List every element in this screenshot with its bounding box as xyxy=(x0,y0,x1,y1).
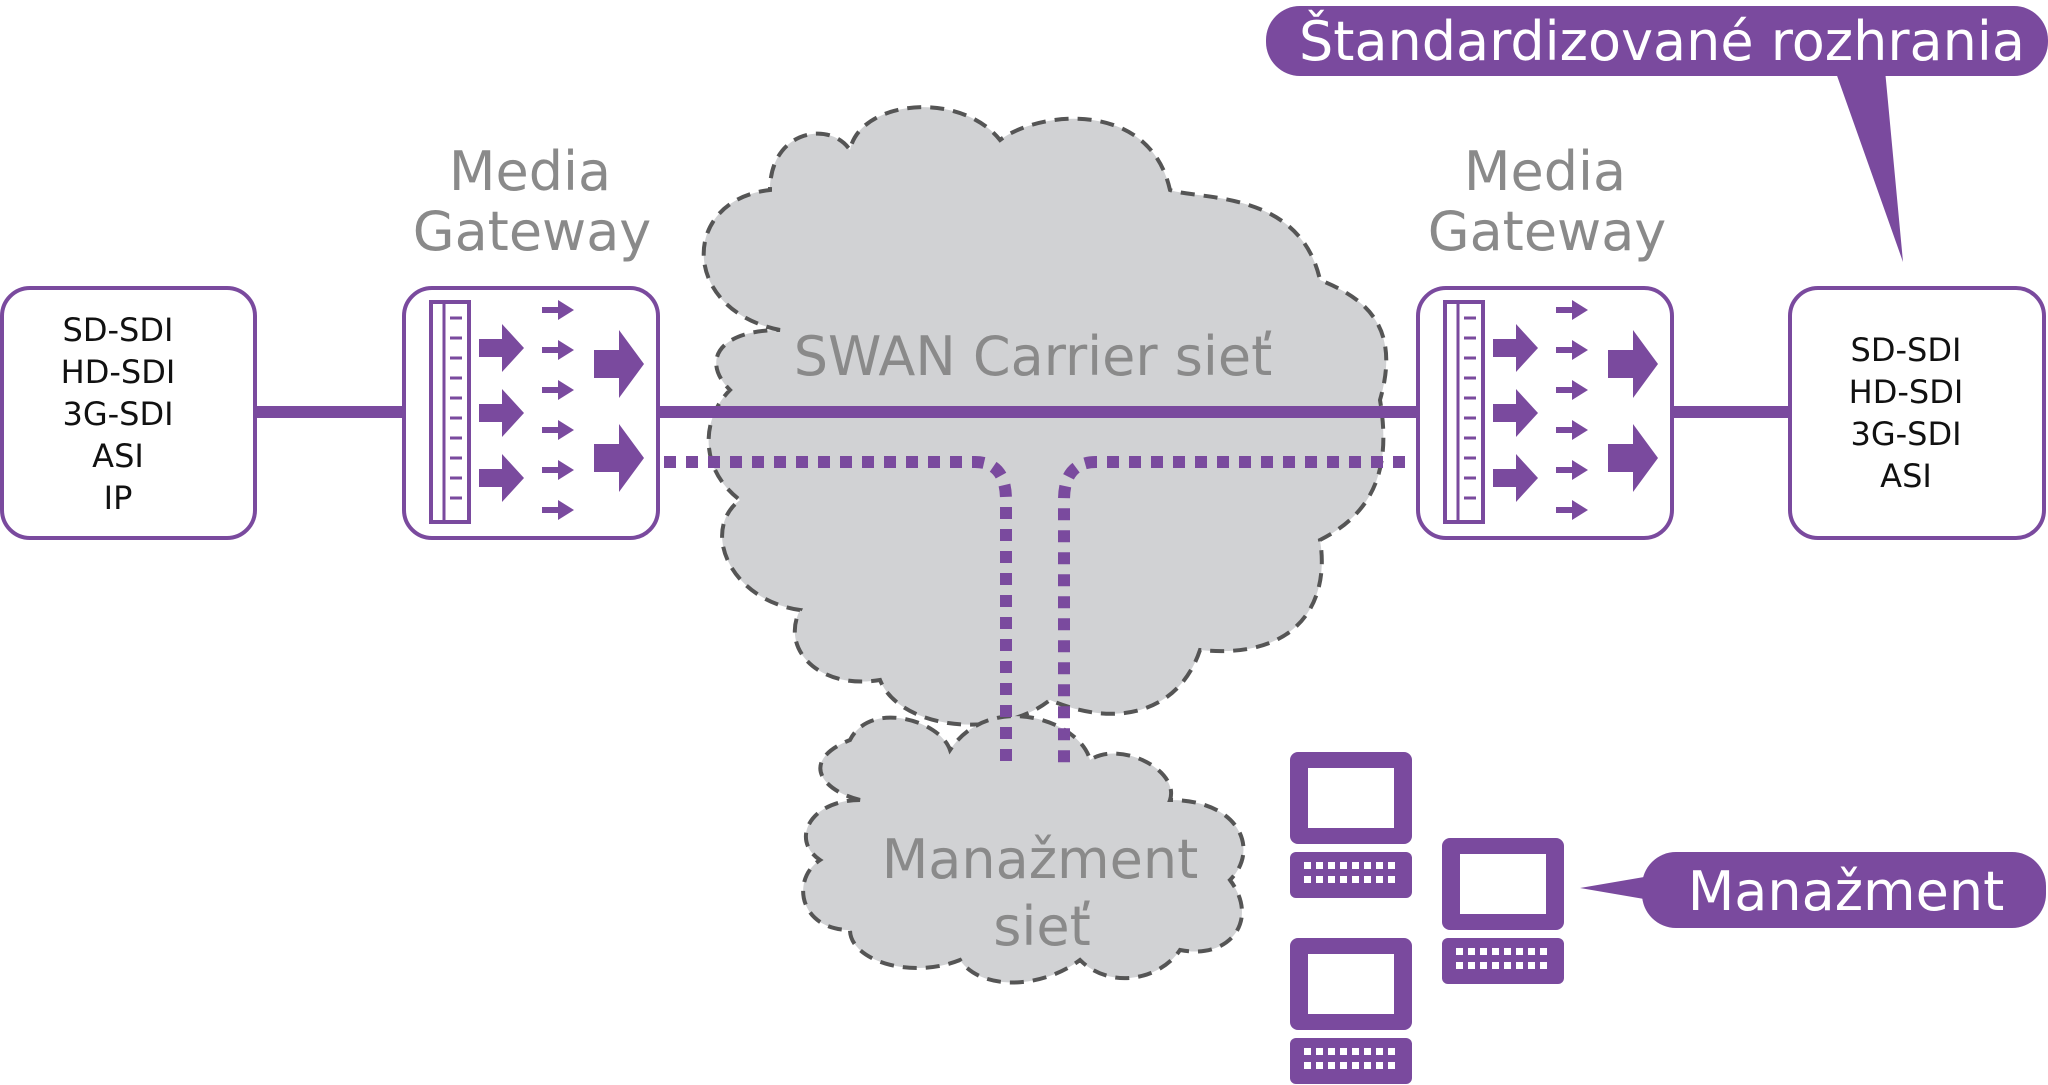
destination-interface-3: 3G-SDI xyxy=(1850,415,1961,453)
computer-terminal-icon xyxy=(1290,752,1412,898)
gateway-left-label-line1: Media xyxy=(449,140,611,203)
management-cloud-shape xyxy=(801,714,1246,985)
management-cloud-label-line1: Manažment xyxy=(882,828,1199,891)
interfaces-callout: Štandardizované rozhrania xyxy=(1266,6,2048,262)
carrier-cloud-label: SWAN Carrier sieť xyxy=(794,325,1273,388)
source-interfaces-box xyxy=(0,286,257,540)
destination-interfaces-box xyxy=(1788,286,2046,540)
gateway-right-label-line1: Media xyxy=(1464,140,1626,203)
source-interface-5: IP xyxy=(104,479,133,517)
destination-interface-4: ASI xyxy=(1880,457,1932,495)
gateway-right-label-line2: Gateway xyxy=(1428,200,1667,263)
source-interface-3: 3G-SDI xyxy=(62,395,173,433)
mgmt-link-right xyxy=(1058,456,1405,770)
computer-terminal-icon xyxy=(1442,838,1564,984)
destination-interface-2: HD-SDI xyxy=(1849,373,1964,411)
destination-interface-1: SD-SDI xyxy=(1851,331,1962,369)
source-interface-1: SD-SDI xyxy=(63,311,174,349)
management-callout-text: Manažment xyxy=(1688,860,2005,923)
media-gateway-left-icon xyxy=(402,286,660,540)
management-callout: Manažment xyxy=(1580,852,2046,928)
interfaces-callout-text: Štandardizované rozhrania xyxy=(1299,10,2025,73)
source-interface-4: ASI xyxy=(92,437,144,475)
management-cloud-label-line2: sieť xyxy=(993,895,1091,958)
media-gateway-right-icon xyxy=(1416,286,1674,540)
mgmt-link-left xyxy=(664,456,1012,770)
gateway-left-label-line2: Gateway xyxy=(413,200,652,263)
computer-terminal-icon xyxy=(1290,938,1412,1084)
source-interface-2: HD-SDI xyxy=(61,353,176,391)
